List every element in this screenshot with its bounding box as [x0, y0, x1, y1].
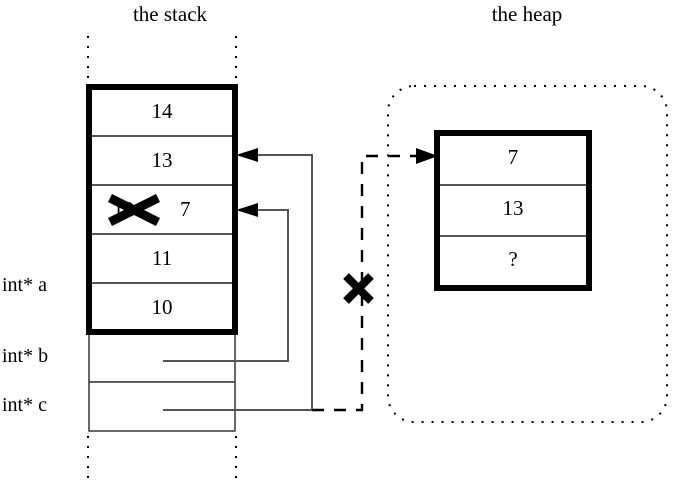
heap-cell-value-0: 7 [507, 145, 519, 169]
stack-header-label: the stack [132, 2, 208, 26]
pointer-c-path [163, 154, 313, 411]
stack-active-frame-box [86, 84, 238, 335]
stale-heap-pointer-arrowhead [416, 148, 438, 164]
stack-cell-value-2: 7 [180, 197, 191, 221]
invalid-pointer-x-icon [343, 273, 374, 304]
heap-header-label: the heap [491, 2, 563, 26]
stale-heap-pointer-dashed-path [312, 154, 430, 412]
heap-region-dotted-boundary [387, 85, 668, 423]
stack-var-cell-c [88, 381, 236, 432]
stack-cell-value-3: 11 [151, 246, 173, 270]
heap-cell-value-1: 13 [502, 196, 524, 220]
pointer-c-arrowhead [236, 148, 258, 162]
pointer-b-arrowhead [236, 203, 258, 217]
stack-cell-value-1: 13 [151, 148, 173, 172]
heap-cell-value-2: ? [508, 247, 518, 271]
stack-variable-label-b: int* b [2, 345, 49, 367]
stack-cell-value-4: 10 [151, 295, 173, 319]
stack-cell-old-value-2: 12 [113, 197, 134, 221]
stack-cell-value-0: 14 [151, 99, 173, 123]
heap-allocation-box [434, 130, 592, 291]
stack-variable-label-a: int* a [2, 274, 47, 296]
stack-variable-label-c: int* c [2, 394, 47, 416]
pointer-b-path [163, 209, 289, 362]
overwritten-value-x-icon [107, 193, 161, 227]
stack-var-cell-b [88, 332, 236, 383]
